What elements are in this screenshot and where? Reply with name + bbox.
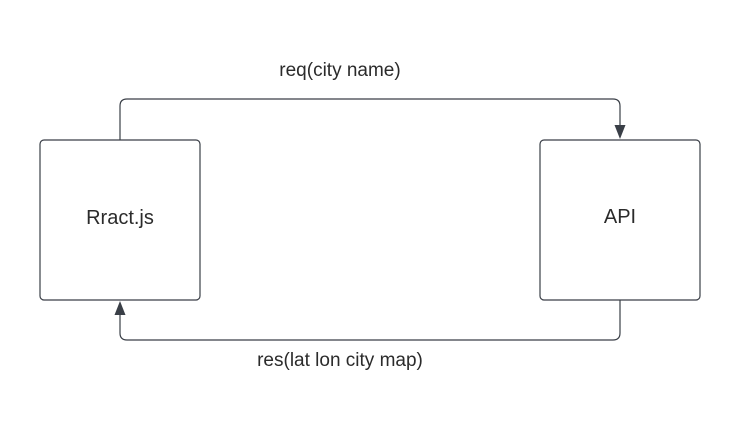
api-node-label: API (604, 206, 636, 228)
client-node: Rract.js (39, 139, 201, 301)
request-connector-line (119, 98, 621, 140)
response-edge: res(lat lon city map) (114, 300, 621, 371)
request-edge: req(city name) (119, 60, 626, 140)
api-node-box (539, 139, 701, 301)
response-connector-line (119, 300, 621, 341)
client-node-label: Rract.js (86, 207, 154, 229)
client-node-box (39, 139, 201, 301)
response-arrowhead-icon (114, 301, 126, 315)
response-label: res(lat lon city map) (257, 350, 423, 371)
api-node: API (539, 139, 701, 301)
request-arrowhead-icon (614, 125, 626, 139)
request-label: req(city name) (279, 60, 400, 81)
